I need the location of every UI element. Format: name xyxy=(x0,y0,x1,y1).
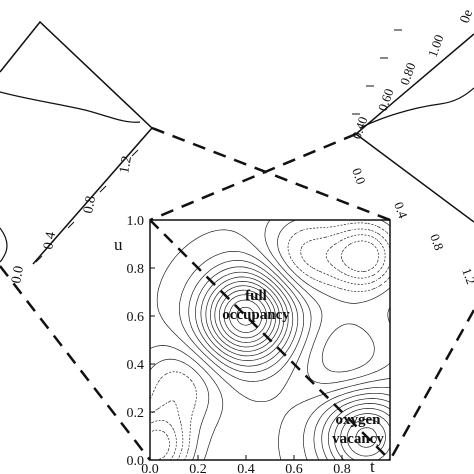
contour-lines xyxy=(149,219,391,461)
y-tick-label: 0.0 xyxy=(127,454,145,469)
right-profile-curve xyxy=(359,87,474,129)
right-vtick-0: 0.40 xyxy=(349,115,371,142)
contour-level-4 xyxy=(214,285,386,457)
left-tick-0: 0.0 xyxy=(9,265,27,285)
y-axis-label: u xyxy=(114,235,123,254)
y-tick-label: 0.8 xyxy=(127,262,145,277)
contour-chart: 0.0 0.2 0.4 0.6 0.8 0.0 0.2 0.4 0.6 0.8 1.0 t u f… xyxy=(114,214,391,474)
right-vertical-ticks xyxy=(352,29,402,115)
right-dtick-1: 0.4 xyxy=(391,200,411,221)
contour-level-17 xyxy=(149,240,380,461)
x-tick-label: 0.6 xyxy=(285,462,303,474)
x-tick-label: 0.0 xyxy=(141,462,159,474)
y-tick-label: 0.4 xyxy=(127,358,145,373)
left-profile-curve xyxy=(0,91,141,123)
right-panel-frame-lower xyxy=(355,133,474,223)
right-3d-panel: 1.00 0.80 0.60 0.40 0e 0.0 0.4 0.8 1.2 xyxy=(349,8,474,286)
contour-level-6 xyxy=(205,276,391,461)
y-axis-ticks: 0.0 0.2 0.4 0.6 0.8 1.0 xyxy=(127,214,155,469)
reaction-path xyxy=(149,219,391,461)
x-tick-label: 0.8 xyxy=(333,462,351,474)
connector-left-bottom xyxy=(0,265,151,461)
right-dtick-3: 1.2 xyxy=(459,266,474,286)
left-3d-panel: 0.0 0.4 0.8 1.2 xyxy=(0,20,154,285)
left-axis-ticks xyxy=(35,149,139,263)
contour-level-12 xyxy=(149,219,391,461)
connector-right-bottom xyxy=(388,309,474,461)
right-diagonal-tick-labels: 0.0 0.4 0.8 1.2 xyxy=(349,166,474,286)
right-vtick-3: 1.00 xyxy=(425,33,447,60)
right-vtick-2: 0.80 xyxy=(397,61,419,88)
plot-frame xyxy=(149,219,391,461)
x-axis-label: t xyxy=(370,457,375,474)
x-axis-ticks: 0.0 0.2 0.4 0.6 0.8 xyxy=(141,455,391,474)
y-tick-label: 0.6 xyxy=(127,310,145,325)
contour-level-10 xyxy=(178,251,391,461)
contour-level-8 xyxy=(195,266,391,461)
right-dtick-2: 0.8 xyxy=(427,232,447,252)
left-tick-2: 0.8 xyxy=(81,195,99,215)
connector-lines xyxy=(0,126,474,461)
x-tick-label: 0.2 xyxy=(189,462,207,474)
contour-level-14 xyxy=(149,222,391,461)
y-tick-label: 1.0 xyxy=(127,214,145,229)
right-panel-frame xyxy=(355,33,474,135)
contour-level-15 xyxy=(149,228,391,461)
contour-level-1 xyxy=(228,299,263,333)
contour-level-7 xyxy=(200,271,391,461)
right-dtick-0: 0.0 xyxy=(349,166,369,186)
contour-level-13 xyxy=(149,219,391,461)
x-tick-label: 0.4 xyxy=(237,462,255,474)
right-vertical-tick-labels: 1.00 0.80 0.60 0.40 xyxy=(349,33,447,142)
right-vtick-1: 0.60 xyxy=(375,87,397,114)
contour-level-11 xyxy=(156,229,391,461)
connector-right-top xyxy=(149,132,357,222)
y-tick-label: 0.2 xyxy=(127,406,145,421)
left-profile-curve-lower xyxy=(0,227,8,263)
contour-level-2 xyxy=(223,294,268,339)
right-axis-label-fragment: 0e xyxy=(458,8,474,26)
left-tick-3: 1.2 xyxy=(117,155,135,175)
left-panel-frame xyxy=(0,20,154,265)
contour-level-3 xyxy=(218,289,378,448)
left-tick-1: 0.4 xyxy=(41,231,59,251)
left-axis-tick-labels: 0.0 0.4 0.8 1.2 xyxy=(9,155,135,285)
